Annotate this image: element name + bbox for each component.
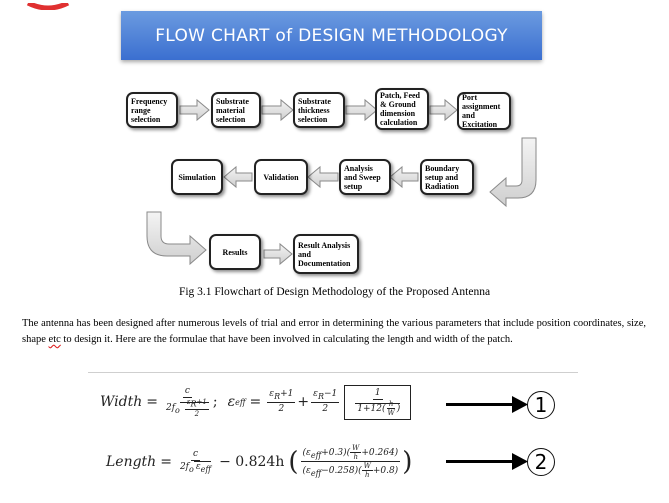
flow-box-substrate-thickness: Substrate thickness selection — [293, 92, 345, 128]
decorative-red-arc — [0, 0, 96, 10]
figure-caption: Fig 3.1 Flowchart of Design Methodology … — [178, 286, 491, 298]
eq-width-lhs: Width — [100, 394, 143, 410]
arrow-curve-down-right-icon — [146, 211, 207, 266]
equation-number-1: 1 — [527, 391, 555, 419]
flow-box-boundary-setup: Boundary setup and Radiation — [420, 159, 474, 195]
arrow-right-icon — [512, 396, 528, 413]
spellcheck-word: etc — [48, 334, 61, 345]
eq-eps-term1: εR+1 2 — [267, 389, 296, 414]
flow-box-substrate-material: Substrate material selection — [211, 92, 261, 128]
flow-arrows — [146, 98, 537, 266]
arrow-right-icon — [263, 242, 293, 266]
arrow-left-icon — [389, 165, 419, 189]
title-banner: FLOW CHART of DESIGN METHODOLOGY — [121, 11, 542, 60]
equation-number-2: 2 — [527, 448, 555, 476]
divider — [88, 372, 578, 373]
flow-box-results: Results — [209, 234, 261, 270]
flow-box-patch-feed-ground: Patch, Feed & Ground dimension calculati… — [375, 88, 429, 130]
body-paragraph: The antenna has been designed after nume… — [22, 318, 646, 345]
eq-eps-term2: εR−1 2 — [311, 389, 340, 414]
flow-box-frequency: Frequency range selection — [126, 92, 178, 128]
arrow-right-icon — [345, 98, 378, 122]
banner-title: FLOW CHART of DESIGN METHODOLOGY — [155, 25, 508, 46]
flow-chart: Frequency range selection Substrate mate… — [126, 88, 537, 274]
flow-box-simulation: Simulation — [171, 159, 223, 195]
arrow-left-icon — [307, 165, 339, 189]
arrow-left-icon — [223, 165, 253, 189]
eq-length-lhs: Length — [106, 454, 157, 470]
arrow-right-icon — [512, 453, 528, 470]
flow-box-result-analysis: Result Analysis and Documentation — [293, 234, 359, 274]
eq-width-frac: c 2fo εR+1 2 — [165, 386, 209, 418]
arrow-right-icon — [429, 98, 458, 122]
arrow-right-icon — [179, 98, 210, 122]
flow-box-port-assignment: Port assignment and Excitation — [457, 92, 511, 130]
flow-box-analysis-sweep: Analysis and Sweep setup — [339, 159, 391, 195]
flow-box-validation: Validation — [254, 159, 308, 195]
equation-arrows — [446, 396, 528, 470]
arrow-right-icon — [261, 98, 294, 122]
arrow-curve-down-left-icon — [489, 137, 537, 208]
